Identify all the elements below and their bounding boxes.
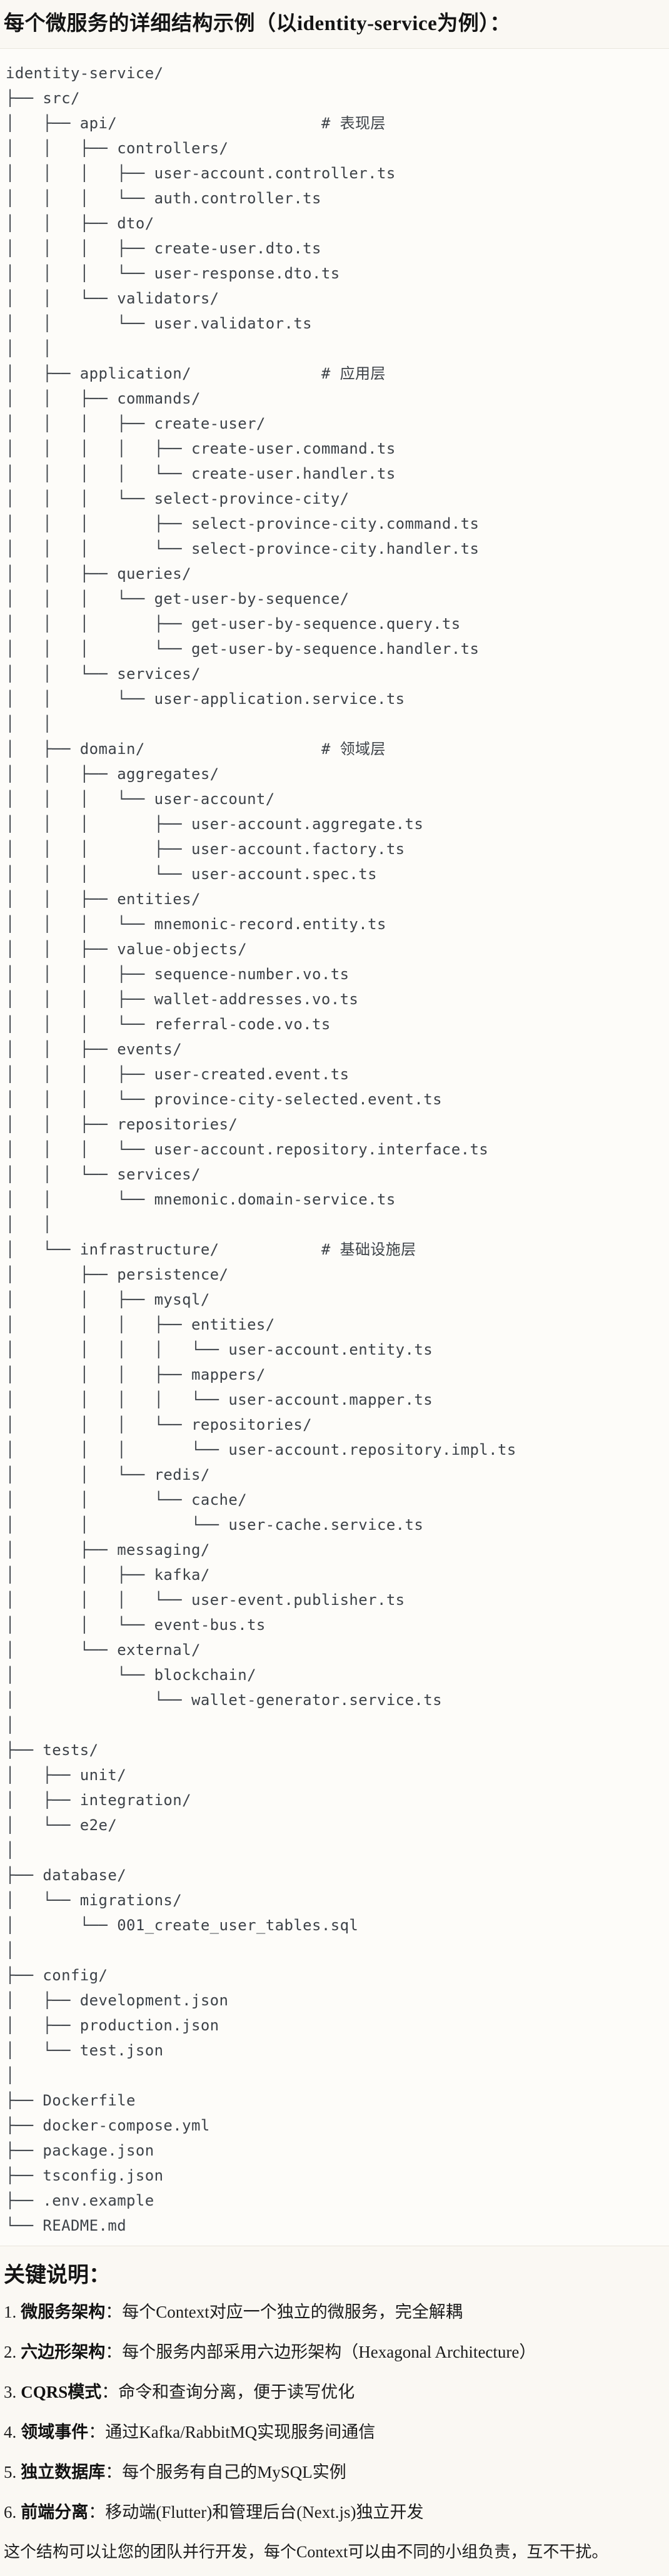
note-number: 3. bbox=[4, 2383, 17, 2401]
note-colon: ： bbox=[105, 2343, 123, 2361]
directory-tree: identity-service/ ├── src/ │ ├── api/ # … bbox=[6, 64, 516, 2234]
note-text: 移动端(Flutter)和管理后台(Next.js)独立开发 bbox=[105, 2503, 424, 2522]
note-item-frontend-split: 6.前端分离：移动端(Flutter)和管理后台(Next.js)独立开发 bbox=[4, 2502, 663, 2523]
notes-footer: 这个结构可以让您的团队并行开发，每个Context可以由不同的小组负责，互不干扰… bbox=[4, 2543, 608, 2561]
note-item-independent-db: 5.独立数据库：每个服务有自己的MySQL实例 bbox=[4, 2461, 663, 2483]
note-colon: ： bbox=[88, 2423, 106, 2441]
note-colon: ： bbox=[105, 2463, 123, 2482]
note-label: 微服务架构 bbox=[21, 2303, 106, 2321]
code-block: identity-service/ ├── src/ │ ├── api/ # … bbox=[0, 48, 669, 2246]
note-text: 通过Kafka/RabbitMQ实现服务间通信 bbox=[105, 2423, 376, 2441]
page-title: 每个微服务的详细结构示例（以identity-service为例）： bbox=[4, 13, 511, 35]
note-colon: ： bbox=[101, 2383, 119, 2401]
note-label: 独立数据库 bbox=[21, 2463, 106, 2482]
note-text: 每个服务内部采用六边形架构（Hexagonal Architecture） bbox=[122, 2343, 536, 2361]
note-number: 1. bbox=[4, 2303, 17, 2321]
notes-heading: 关键说明： bbox=[4, 2264, 110, 2287]
note-text: 每个Context对应一个独立的微服务，完全解耦 bbox=[122, 2303, 463, 2321]
note-item-hexagonal: 2.六边形架构：每个服务内部采用六边形架构（Hexagonal Architec… bbox=[4, 2341, 663, 2363]
note-item-microservice: 1.微服务架构：每个Context对应一个独立的微服务，完全解耦 bbox=[4, 2301, 663, 2323]
note-label: 前端分离 bbox=[21, 2503, 89, 2522]
note-label: 领域事件 bbox=[21, 2423, 89, 2441]
note-number: 2. bbox=[4, 2343, 17, 2361]
note-item-domain-events: 4.领域事件：通过Kafka/RabbitMQ实现服务间通信 bbox=[4, 2421, 663, 2443]
note-colon: ： bbox=[88, 2503, 106, 2522]
note-colon: ： bbox=[105, 2303, 123, 2321]
note-label: 六边形架构 bbox=[21, 2343, 106, 2361]
note-number: 5. bbox=[4, 2463, 17, 2482]
note-label: CQRS模式 bbox=[21, 2383, 102, 2401]
key-notes-section: 关键说明： 1.微服务架构：每个Context对应一个独立的微服务，完全解耦 2… bbox=[0, 2263, 669, 2576]
note-item-cqrs: 3.CQRS模式：命令和查询分离，便于读写优化 bbox=[4, 2381, 663, 2403]
note-text: 命令和查询分离，便于读写优化 bbox=[118, 2383, 355, 2401]
note-number: 4. bbox=[4, 2423, 17, 2441]
note-text: 每个服务有自己的MySQL实例 bbox=[122, 2463, 346, 2482]
note-number: 6. bbox=[4, 2503, 17, 2522]
